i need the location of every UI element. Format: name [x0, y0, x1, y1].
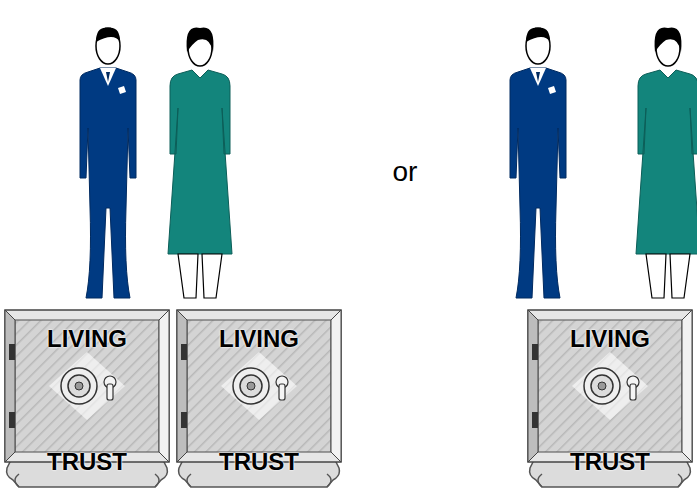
trust-safe: LIVING TRUST	[15, 318, 159, 478]
man-figure	[510, 28, 566, 298]
safe-drawing	[5, 310, 169, 487]
safe-label: TRUST	[570, 449, 650, 474]
trust-safe: LIVING TRUST	[187, 318, 331, 478]
man-figure	[80, 28, 136, 298]
woman-figure	[636, 28, 697, 299]
safe-drawing	[528, 310, 692, 487]
trust-safe: LIVING TRUST	[538, 318, 682, 478]
safe-label: LIVING	[47, 326, 127, 351]
woman-figure	[168, 28, 232, 299]
safe-drawing	[177, 310, 341, 487]
safe-label: TRUST	[47, 449, 127, 474]
choice-word: or	[393, 156, 418, 188]
safe-label: TRUST	[219, 449, 299, 474]
safe-label: LIVING	[570, 326, 650, 351]
safe-label: LIVING	[219, 326, 299, 351]
